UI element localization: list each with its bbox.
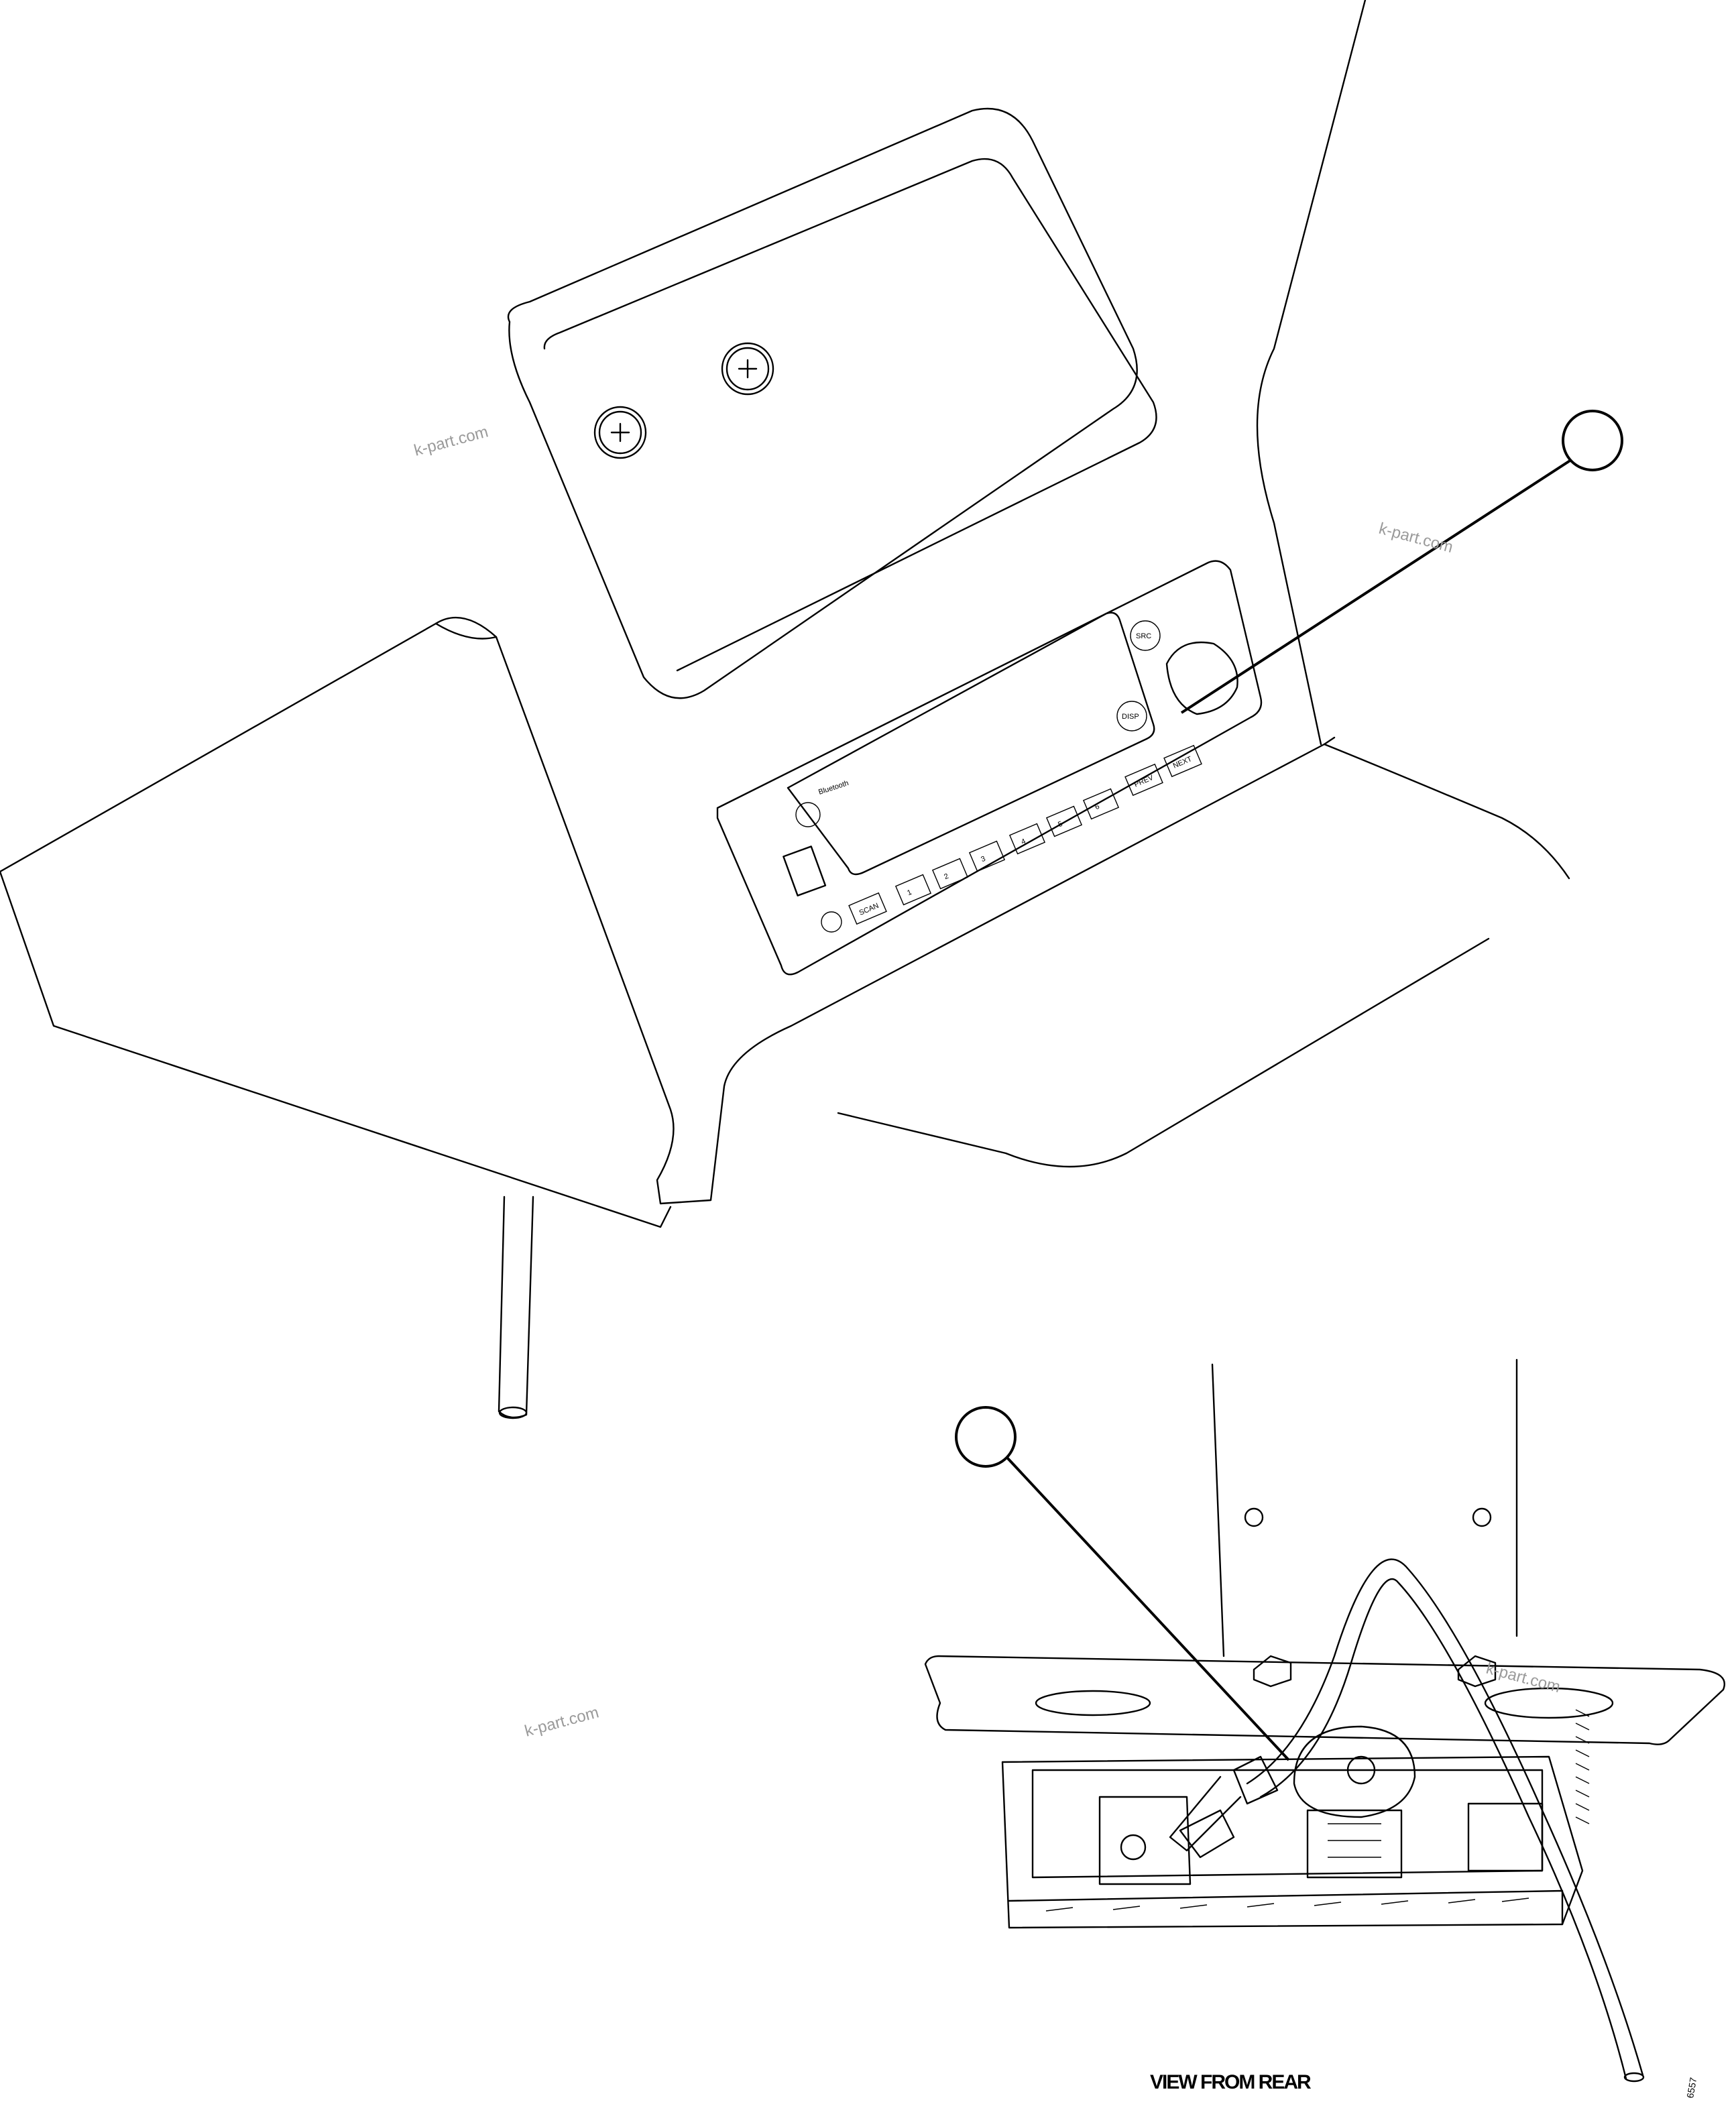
rear-view-assembly (924, 1358, 1725, 2083)
prev-label: PREV (1133, 774, 1155, 789)
preset-3-button (968, 840, 1006, 872)
screw-left-icon (593, 406, 647, 459)
prev-button (1124, 763, 1163, 797)
preset-2-button (931, 858, 969, 890)
watermark-4: k-part.com (1484, 1659, 1562, 1696)
view-caption: VIEW FROM REAR (1150, 2071, 1312, 2093)
preset-5-button (1045, 805, 1083, 837)
next-button (1163, 744, 1202, 778)
preset-1-label: 1 (906, 888, 913, 897)
cab-console (0, 0, 1570, 1419)
preset-button-row: SCAN 1 2 3 4 5 6 PREV NEXT (848, 744, 1202, 925)
watermark-1: k-part.com (412, 422, 490, 459)
screw-right-icon (721, 342, 774, 396)
preset-4-button (1008, 823, 1046, 855)
callout-lower (955, 1406, 1290, 1761)
disp-button-label: DISP (1122, 713, 1139, 721)
watermark-2: k-part.com (1377, 520, 1454, 557)
figure-code: 6557 (1684, 2077, 1698, 2099)
preset-2-label: 2 (943, 872, 949, 881)
scan-label: SCAN (858, 902, 880, 917)
callout-upper (1180, 410, 1623, 714)
preset-5-label: 5 (1057, 820, 1063, 829)
scan-button (848, 892, 887, 925)
preset-3-label: 3 (980, 855, 986, 864)
preset-6-label: 6 (1094, 803, 1100, 811)
next-label: NEXT (1172, 755, 1194, 770)
src-button-label: SRC (1136, 632, 1151, 640)
bluetooth-label: Bluetooth (817, 779, 850, 797)
watermark-3: k-part.com (523, 1703, 601, 1740)
preset-6-button (1082, 788, 1120, 820)
preset-4-label: 4 (1020, 837, 1027, 846)
radio-front: SRC DISP Bluetooth SCAN 1 2 3 4 5 6 PREV… (716, 560, 1263, 976)
preset-1-button (894, 874, 932, 906)
